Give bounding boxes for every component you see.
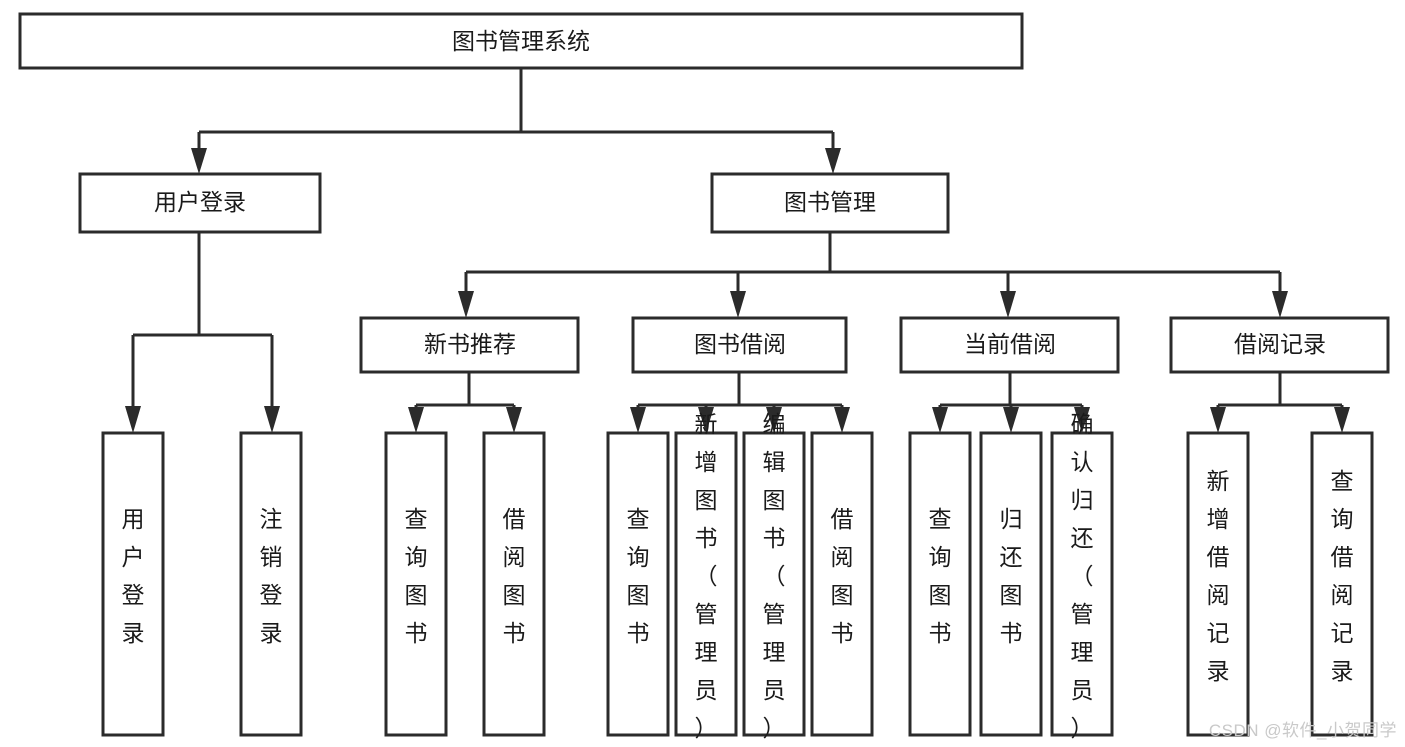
arrow-to-leaf-cur-return-book: [1003, 407, 1019, 433]
node-current-borrow[interactable]: 当前借阅: [899, 316, 1120, 374]
node-leaf-bor-add-book-label: 新增图书（管理员）: [695, 411, 718, 741]
node-leaf-user-logout[interactable]: 注销登录: [239, 431, 303, 737]
node-leaf-cur-query-book-label: 查询图书: [929, 506, 952, 646]
node-borrow-record-box[interactable]: [1169, 316, 1390, 374]
node-leaf-bor-add-book-box[interactable]: [674, 431, 738, 737]
node-leaf-rec-query-record-label: 查询借阅记录: [1331, 468, 1354, 684]
node-leaf-rec-borrow-book-label: 借阅图书: [503, 506, 526, 646]
node-leaf-bor-edit-book-box[interactable]: [742, 431, 806, 737]
node-book-borrow[interactable]: 图书借阅: [631, 316, 848, 374]
arrow-to-current-borrow: [1000, 291, 1016, 318]
node-leaf-rec-query-book[interactable]: 查询图书: [384, 431, 448, 737]
node-leaf-rec-query-book-box[interactable]: [384, 431, 448, 737]
node-leaf-bor-query-book[interactable]: 查询图书: [606, 431, 670, 737]
node-leaf-bor-query-book-box[interactable]: [606, 431, 670, 737]
arrow-to-book-borrow: [730, 291, 746, 318]
node-leaf-user-login-label: 用户登录: [122, 506, 145, 646]
node-book-manage-box[interactable]: [710, 172, 950, 234]
node-leaf-bor-edit-book[interactable]: 编辑图书（管理员）: [742, 411, 806, 741]
node-leaf-cur-return-book-label: 归还图书: [1000, 506, 1023, 646]
node-leaf-bor-edit-book-label: 编辑图书（管理员）: [763, 411, 786, 741]
node-root-box[interactable]: [18, 12, 1024, 70]
node-leaf-bor-borrow-book[interactable]: 借阅图书: [810, 431, 874, 737]
arrow-to-leaf-rec-query-book: [408, 407, 424, 433]
node-leaf-cur-return-book[interactable]: 归还图书: [979, 431, 1043, 737]
connector-layer: [125, 68, 1350, 433]
node-leaf-cur-return-book-box[interactable]: [979, 431, 1043, 737]
node-leaf-rec-add-record-label: 新增借阅记录: [1207, 468, 1230, 684]
node-book-borrow-box[interactable]: [631, 316, 848, 374]
arrow-to-leaf-bor-edit-book: [766, 407, 782, 433]
node-new-book-recommend-label: 新书推荐: [424, 331, 516, 357]
node-book-borrow-label: 图书借阅: [694, 331, 786, 357]
node-leaf-user-logout-box[interactable]: [239, 431, 303, 737]
node-borrow-record[interactable]: 借阅记录: [1169, 316, 1390, 374]
node-new-book-recommend-box[interactable]: [359, 316, 580, 374]
node-root-label: 图书管理系统: [452, 28, 590, 54]
node-book-manage[interactable]: 图书管理: [710, 172, 950, 234]
node-leaf-user-login[interactable]: 用户登录: [101, 431, 165, 737]
arrow-root-to-book-manage: [825, 148, 841, 174]
arrow-to-leaf-rec-query-record: [1334, 407, 1350, 433]
node-leaf-rec-query-book-label: 查询图书: [405, 506, 428, 646]
node-root[interactable]: 图书管理系统: [18, 12, 1024, 70]
arrow-to-leaf-rec-add-record: [1210, 407, 1226, 433]
arrow-to-borrow-record: [1272, 291, 1288, 318]
node-leaf-rec-borrow-book-box[interactable]: [482, 431, 546, 737]
arrow-to-leaf-cur-confirm: [1074, 407, 1090, 433]
node-leaf-user-login-box[interactable]: [101, 431, 165, 737]
arrow-to-leaf-cur-query-book: [932, 407, 948, 433]
node-new-book-recommend[interactable]: 新书推荐: [359, 316, 580, 374]
csdn-watermark: CSDN @软件_小贺同学: [1208, 721, 1397, 740]
node-borrow-record-label: 借阅记录: [1234, 331, 1326, 357]
arrow-to-new-book-recommend: [458, 291, 474, 318]
node-leaf-bor-query-book-label: 查询图书: [627, 506, 650, 646]
node-leaf-user-logout-label: 注销登录: [260, 506, 283, 646]
node-user-login[interactable]: 用户登录: [78, 172, 322, 234]
node-leaf-cur-query-book[interactable]: 查询图书: [908, 431, 972, 737]
node-leaf-bor-borrow-book-label: 借阅图书: [831, 506, 854, 646]
node-leaf-cur-confirm-label: 确认归还（管理员）: [1071, 411, 1094, 741]
node-leaf-cur-confirm-box[interactable]: [1050, 431, 1114, 737]
node-leaf-bor-add-book[interactable]: 新增图书（管理员）: [674, 411, 738, 741]
arrow-to-leaf-user-logout: [264, 406, 280, 433]
node-book-manage-label: 图书管理: [784, 189, 876, 215]
node-current-borrow-box[interactable]: [899, 316, 1120, 374]
node-user-login-label: 用户登录: [154, 189, 246, 215]
arrow-to-leaf-rec-borrow-book: [506, 407, 522, 433]
node-leaf-rec-query-record-box[interactable]: [1310, 431, 1374, 737]
arrow-to-leaf-bor-add-book: [698, 407, 714, 433]
node-user-login-box[interactable]: [78, 172, 322, 234]
arrow-to-leaf-bor-borrow-book: [834, 407, 850, 433]
node-leaf-cur-confirm[interactable]: 确认归还（管理员）: [1050, 411, 1114, 741]
arrow-to-leaf-user-login: [125, 406, 141, 433]
node-current-borrow-label: 当前借阅: [964, 331, 1056, 357]
node-leaf-rec-add-record-box[interactable]: [1186, 431, 1250, 737]
arrow-to-leaf-bor-query-book: [630, 407, 646, 433]
node-leaf-bor-borrow-book-box[interactable]: [810, 431, 874, 737]
node-leaf-rec-borrow-book[interactable]: 借阅图书: [482, 431, 546, 737]
node-leaf-cur-query-book-box[interactable]: [908, 431, 972, 737]
arrow-root-to-user-login: [191, 148, 207, 174]
node-leaf-rec-query-record[interactable]: 查询借阅记录: [1310, 431, 1374, 737]
node-leaf-rec-add-record[interactable]: 新增借阅记录: [1186, 431, 1250, 737]
node-layer: 图书管理系统 用户登录 图书管理 新书推荐 图书借阅: [18, 12, 1390, 741]
